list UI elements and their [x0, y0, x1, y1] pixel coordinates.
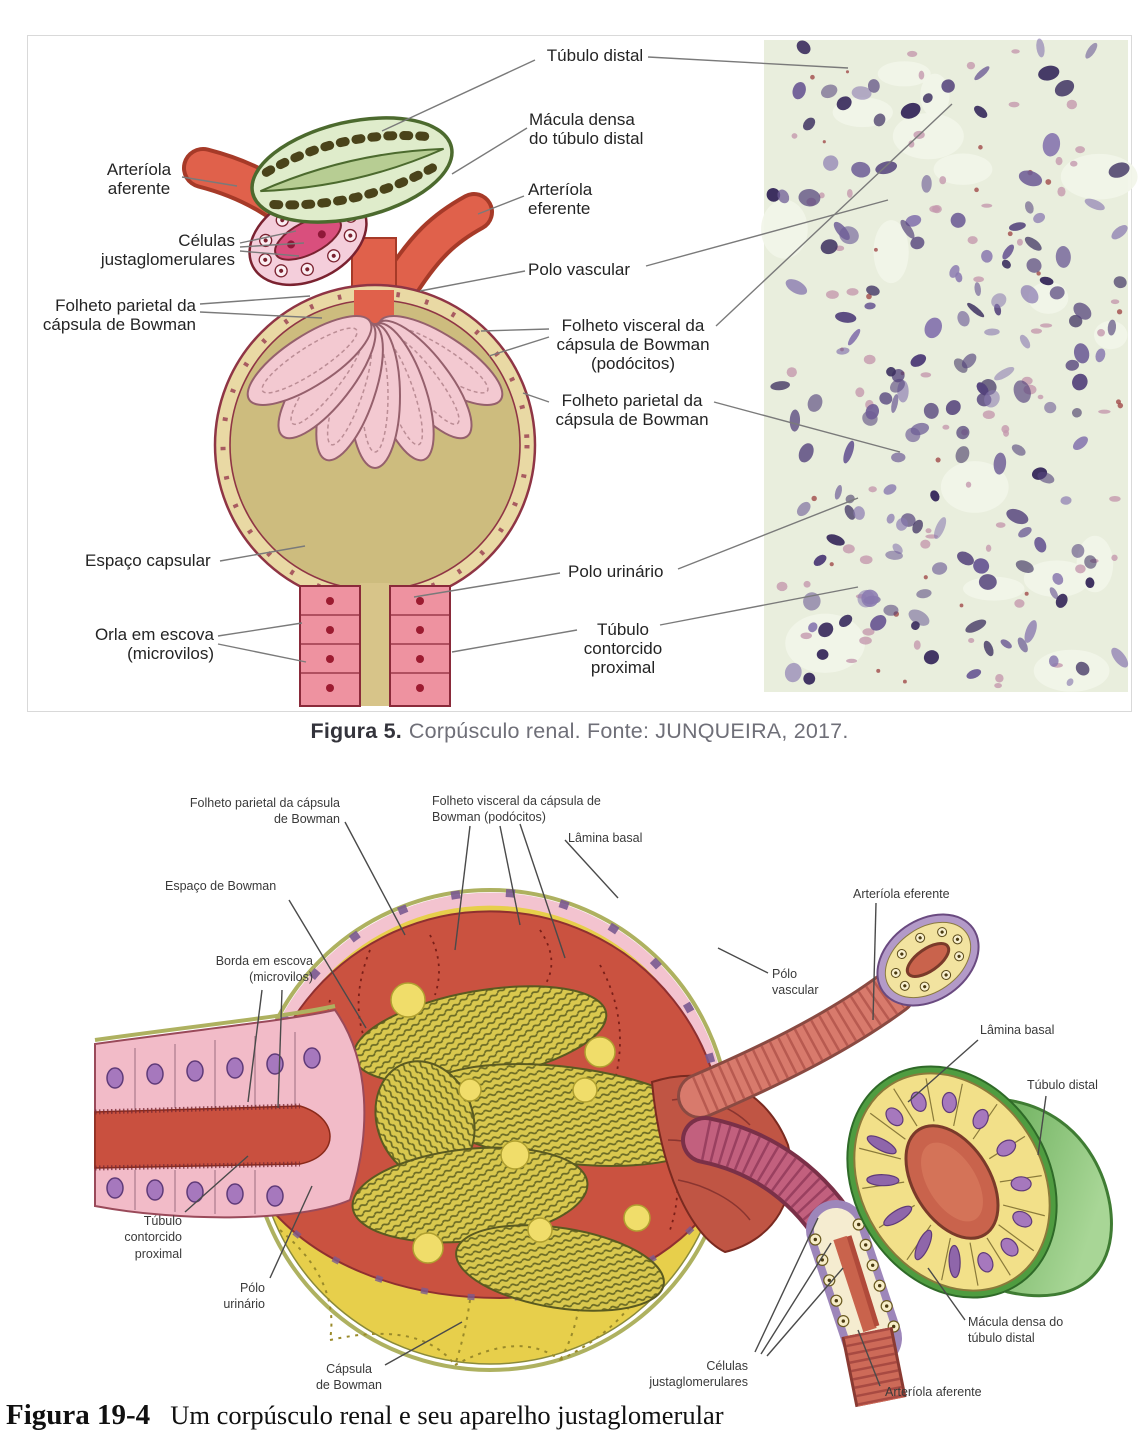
label-folheto-parietal-esquerda: Folheto parietal da cápsula de Bowman [42, 296, 196, 335]
label-polo-urinario-19: Pólo urinário [223, 1281, 265, 1312]
figure5-caption-text: Corpúsculo renal. Fonte: JUNQUEIRA, 2017… [408, 719, 849, 743]
label-folheto-visceral: Folheto visceral da cápsula de Bowman (p… [556, 316, 710, 374]
label-tubulo-distal-19: Túbulo distal [1027, 1078, 1098, 1092]
figure19-caption-number: Figura 19-4 [6, 1399, 151, 1431]
label-espaco-capsular: Espaço capsular [85, 551, 211, 570]
podocyte-cell-bodies [390, 982, 651, 1264]
figure5-caption-number: Figura 5. [310, 719, 402, 743]
label-espaco-de-bowman: Espaço de Bowman [165, 879, 277, 893]
capsule-cell-borders [279, 1229, 651, 1366]
fig5-renal-corpuscle-illustration [182, 116, 537, 707]
label-lamina-basal-direita: Lâmina basal [980, 1023, 1055, 1037]
juxtaglomerular-sheath [806, 1200, 902, 1368]
label-polo-urinario: Polo urinário [568, 562, 664, 581]
efferent-arteriole-cross-section [876, 913, 980, 1007]
proximal-tubule [299, 583, 451, 707]
label-arteriola-eferente: Arteríola eferente [528, 180, 593, 219]
label-celulas-justaglomerulares: Células justaglomerulares [100, 231, 235, 270]
figure19-caption-text: Um corpúsculo renal e seu aparelho justa… [170, 1400, 724, 1430]
label-arteriola-aferente-19: Arteríola aferente [885, 1385, 982, 1399]
label-tubulo-distal: Túbulo distal [546, 46, 644, 65]
label-polo-vascular: Polo vascular [528, 260, 631, 279]
label-macula-densa: Mácula densa do túbulo distal [529, 110, 644, 149]
fig19-renal-corpuscle-illustration [94, 888, 1113, 1408]
label-lamina-basal-superior: Lâmina basal [568, 831, 643, 845]
label-celulas-justaglomerulares-19: Células justaglomerulares [649, 1359, 748, 1390]
label-folheto-parietal-direita: Folheto parietal da cápsula de Bowman [555, 391, 709, 430]
proximal-tubule-band [94, 1004, 366, 1219]
label-tubulo-contorcido-proximal-19: Túbulo contorcido proximal [124, 1214, 182, 1261]
distal-tubule-cross-section [846, 1065, 1058, 1299]
figure19-caption: Figura 19-4 Um corpúsculo renal e seu apa… [6, 1399, 1144, 1432]
fig5-histology-micrograph [761, 38, 1138, 692]
label-folheto-parietal-19: Folheto parietal da cápsula de Bowman [189, 796, 340, 827]
fig19-leader-lines [184, 821, 1047, 1387]
label-arteriola-aferente: Arteríola aferente [106, 160, 172, 199]
glomerulus [246, 315, 504, 469]
label-folheto-visceral-19: Folheto visceral da cápsula de Bowman (p… [432, 794, 601, 825]
label-arteriola-eferente-19: Arteríola eferente [853, 887, 950, 901]
label-borda-em-escova: Borda em escova (microvilos) [215, 954, 313, 985]
macula-densa [250, 116, 454, 224]
figure5-caption: Figura 5.Corpúsculo renal. Fonte: JUNQUE… [27, 719, 1132, 744]
label-polo-vascular-19: Pólo vascular [772, 967, 819, 998]
fig5-leader-lines [181, 56, 953, 663]
label-macula-densa-19: Mácula densa do túbulo distal [968, 1315, 1064, 1346]
label-orla-em-escova: Orla em escova (microvilos) [94, 625, 214, 664]
label-tubulo-contorcido-proximal: Túbulo contorcido proximal [583, 620, 663, 678]
label-capsula-de-bowman: Cápsula de Bowman [315, 1362, 382, 1393]
